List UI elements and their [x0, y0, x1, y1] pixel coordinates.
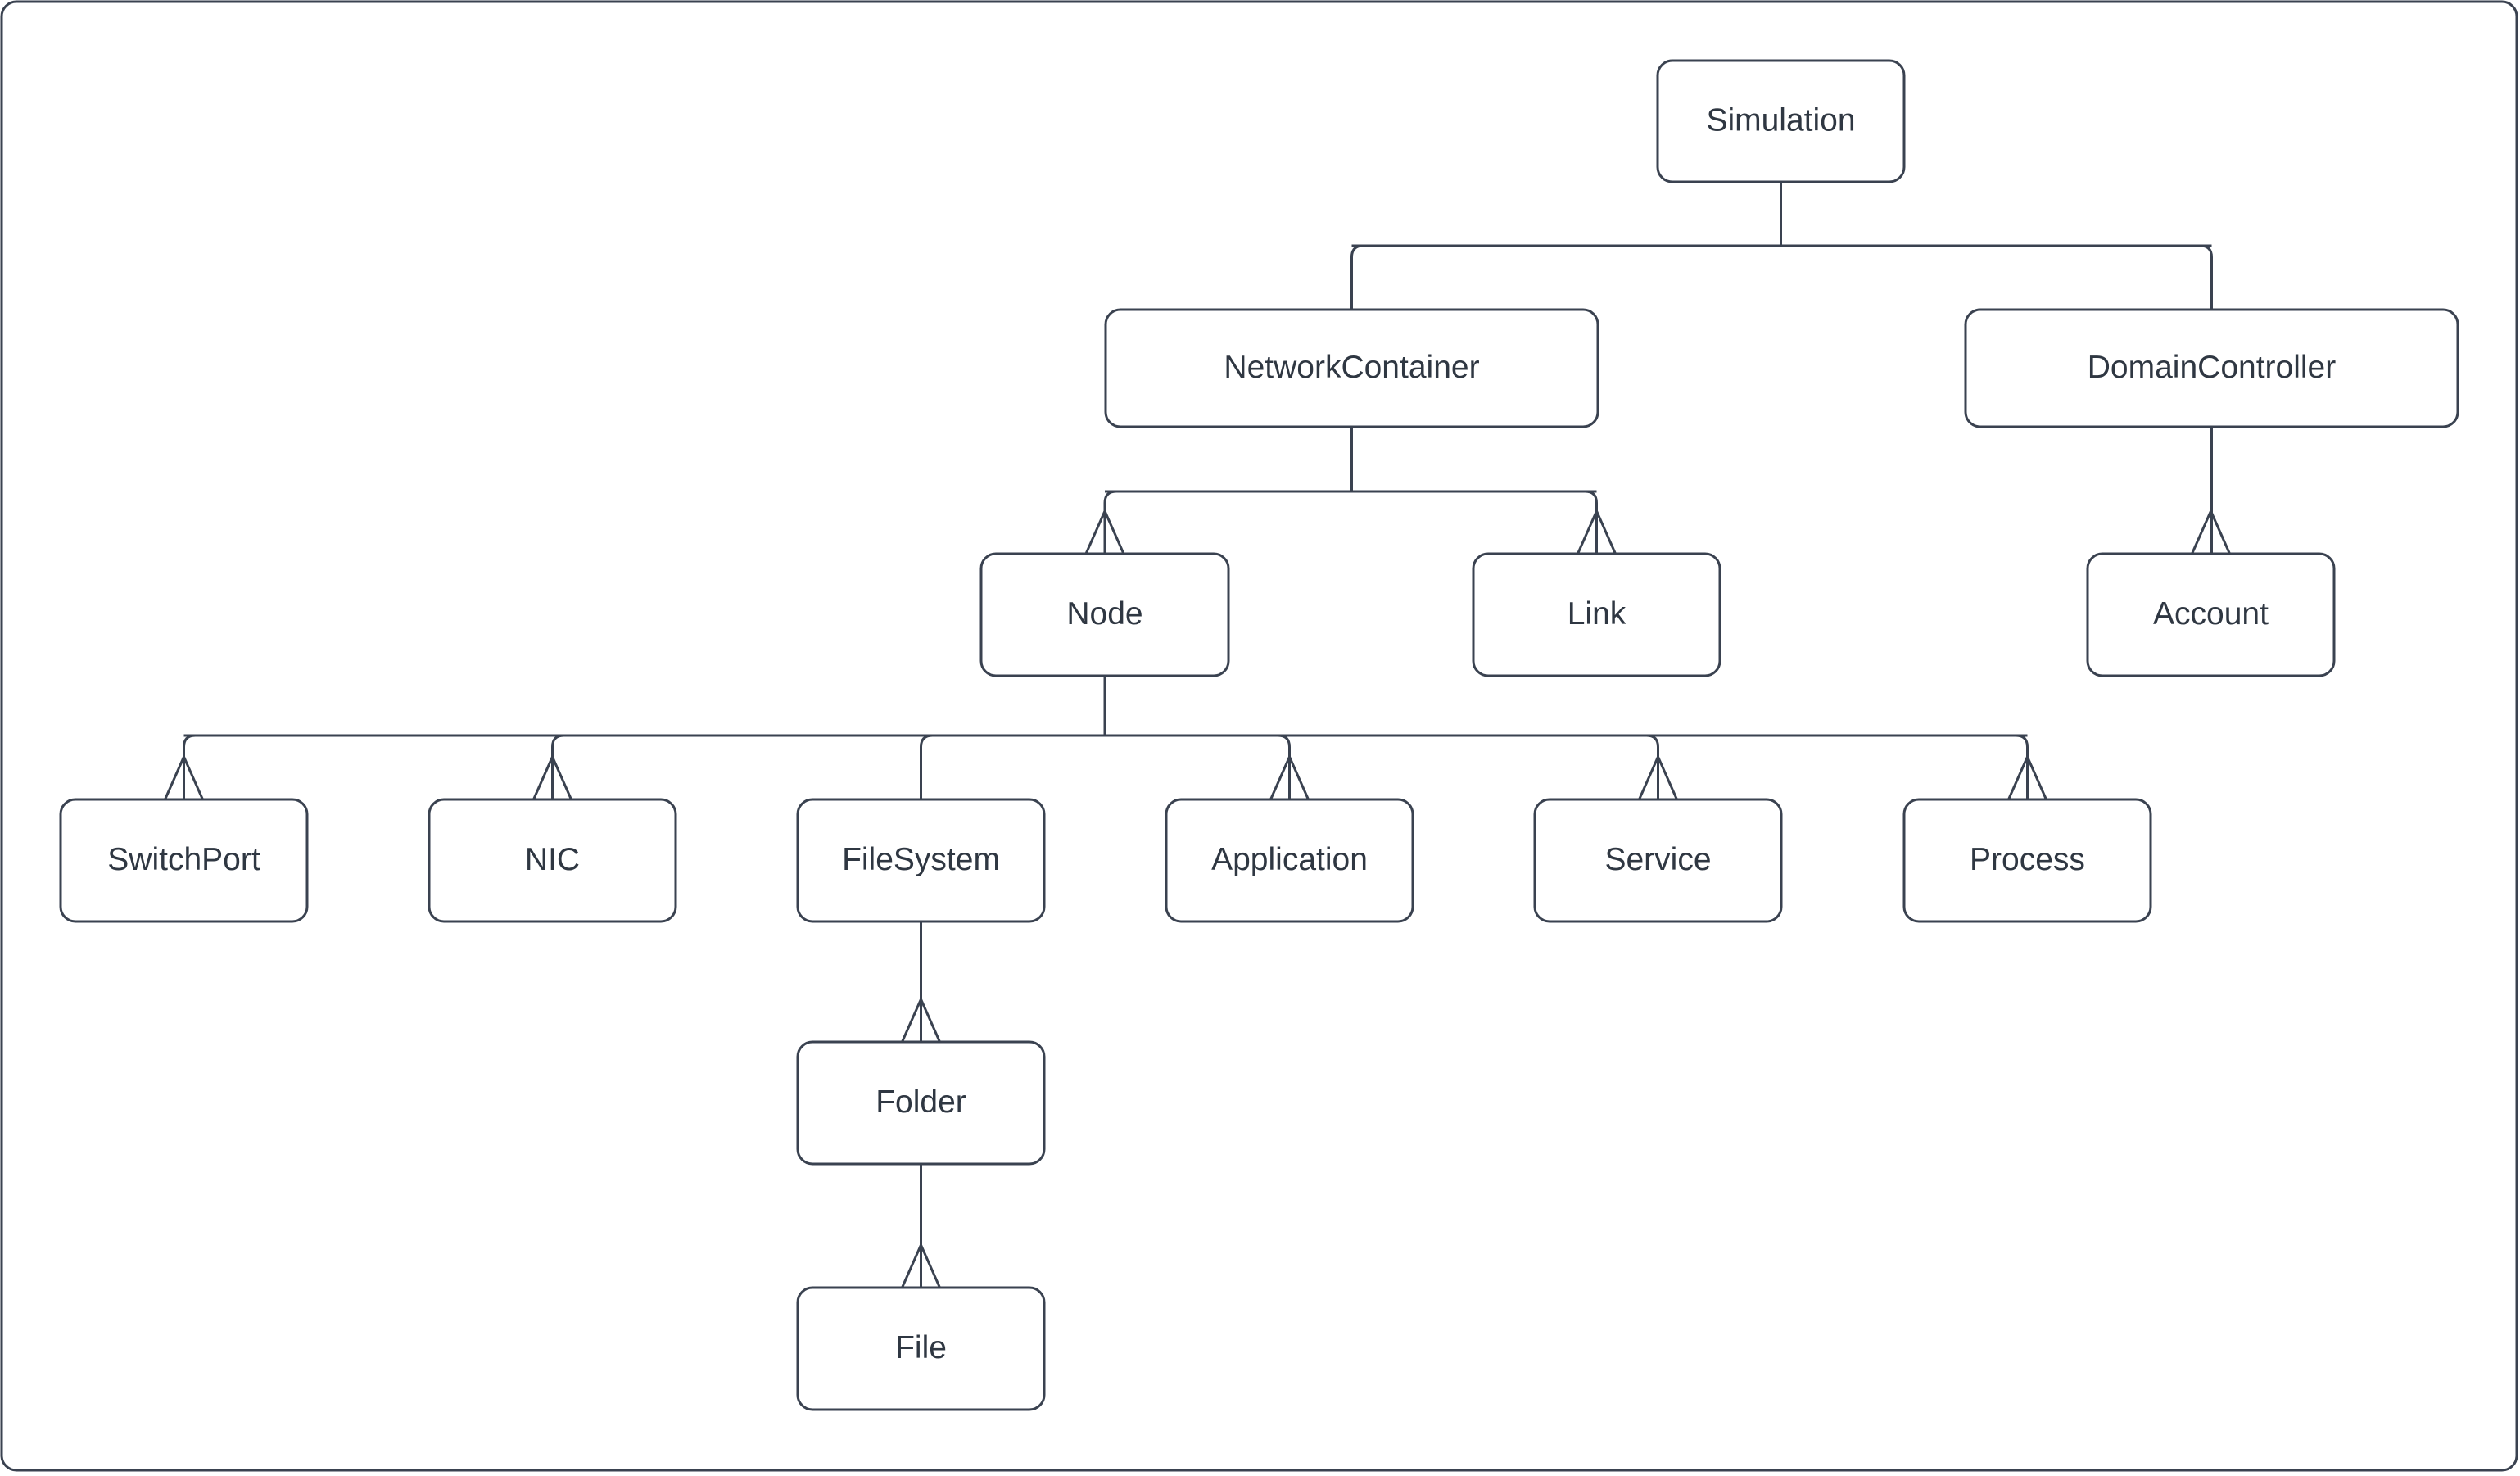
class-box-application[interactable]: [1165, 798, 1414, 923]
class-box-link[interactable]: [1472, 552, 1721, 677]
class-node-nic[interactable]: NIC: [428, 798, 677, 923]
class-label-node: Node: [1066, 596, 1142, 632]
edge-node-to-service: [1646, 734, 1659, 799]
generalization-arrow-icon-link: [1577, 508, 1617, 555]
class-box-networkcontainer[interactable]: [1104, 308, 1599, 428]
class-box-domaincontroller[interactable]: [1964, 308, 2459, 428]
class-box-switchport[interactable]: [59, 798, 309, 923]
generalization-arrow-icon-application: [1269, 754, 1310, 800]
generalization-arrow-icon-switchport: [164, 754, 204, 800]
edge-group-filesystem: [901, 921, 941, 1043]
edge-group-node: [164, 676, 2047, 800]
class-box-file[interactable]: [796, 1286, 1046, 1411]
class-label-simulation: Simulation: [1706, 102, 1855, 138]
class-box-service[interactable]: [1533, 798, 1783, 923]
edge-node-to-nic: [551, 734, 564, 799]
class-node-process[interactable]: Process: [1902, 798, 2152, 923]
edge-group-simulation: [1350, 182, 2213, 310]
class-node-folder[interactable]: Folder: [796, 1040, 1046, 1166]
edge-networkcontainer-to-link: [1585, 490, 1598, 554]
class-label-link: Link: [1568, 596, 1626, 632]
class-box-account[interactable]: [2086, 552, 2336, 677]
generalization-arrow-icon-nic: [532, 754, 572, 800]
generalization-arrow-icon-folder: [901, 996, 941, 1043]
edge-layer: [164, 182, 2231, 1288]
edge-group-folder: [901, 1164, 941, 1288]
class-node-application[interactable]: Application: [1165, 798, 1414, 923]
class-box-nic[interactable]: [428, 798, 677, 923]
class-label-nic: NIC: [525, 842, 580, 877]
class-label-networkcontainer: NetworkContainer: [1224, 350, 1479, 385]
class-node-service[interactable]: Service: [1533, 798, 1783, 923]
edge-simulation-to-networkcontainer: [1350, 244, 1364, 310]
edge-node-to-filesystem: [920, 734, 933, 799]
edge-group-networkcontainer: [1084, 427, 1617, 555]
generalization-arrow-icon-node: [1084, 508, 1125, 555]
class-label-application: Application: [1211, 842, 1368, 877]
class-node-domaincontroller[interactable]: DomainController: [1964, 308, 2459, 428]
generalization-arrow-icon-process: [2007, 754, 2047, 800]
edge-group-domaincontroller: [2191, 427, 2231, 555]
edge-node-to-process: [2016, 734, 2029, 799]
edge-simulation-to-domaincontroller: [2200, 244, 2213, 310]
class-node-switchport[interactable]: SwitchPort: [59, 798, 309, 923]
class-box-filesystem[interactable]: [796, 798, 1046, 923]
class-node-simulation[interactable]: Simulation: [1656, 59, 1906, 183]
class-node-account[interactable]: Account: [2086, 552, 2336, 677]
class-box-simulation[interactable]: [1656, 59, 1906, 183]
class-label-domaincontroller: DomainController: [2088, 350, 2336, 385]
class-label-process: Process: [1970, 842, 2085, 877]
class-node-node[interactable]: Node: [979, 552, 1230, 677]
class-label-switchport: SwitchPort: [107, 842, 260, 877]
class-box-node[interactable]: [979, 552, 1230, 677]
class-node-networkcontainer[interactable]: NetworkContainer: [1104, 308, 1599, 428]
class-label-file: File: [895, 1330, 947, 1365]
generalization-arrow-icon-account: [2191, 508, 2231, 555]
class-label-filesystem: FileSystem: [842, 842, 1000, 877]
class-label-folder: Folder: [875, 1084, 966, 1120]
edge-node-to-switchport: [183, 734, 196, 799]
generalization-arrow-icon-service: [1638, 754, 1678, 800]
generalization-arrow-icon-file: [901, 1242, 941, 1288]
class-box-process[interactable]: [1902, 798, 2152, 923]
class-label-service: Service: [1604, 842, 1711, 877]
class-node-link[interactable]: Link: [1472, 552, 1721, 677]
edge-networkcontainer-to-node: [1103, 490, 1117, 554]
class-label-account: Account: [2153, 596, 2269, 632]
class-box-folder[interactable]: [796, 1040, 1046, 1166]
edge-node-to-application: [1278, 734, 1291, 799]
class-node-file[interactable]: File: [796, 1286, 1046, 1411]
class-node-filesystem[interactable]: FileSystem: [796, 798, 1046, 923]
